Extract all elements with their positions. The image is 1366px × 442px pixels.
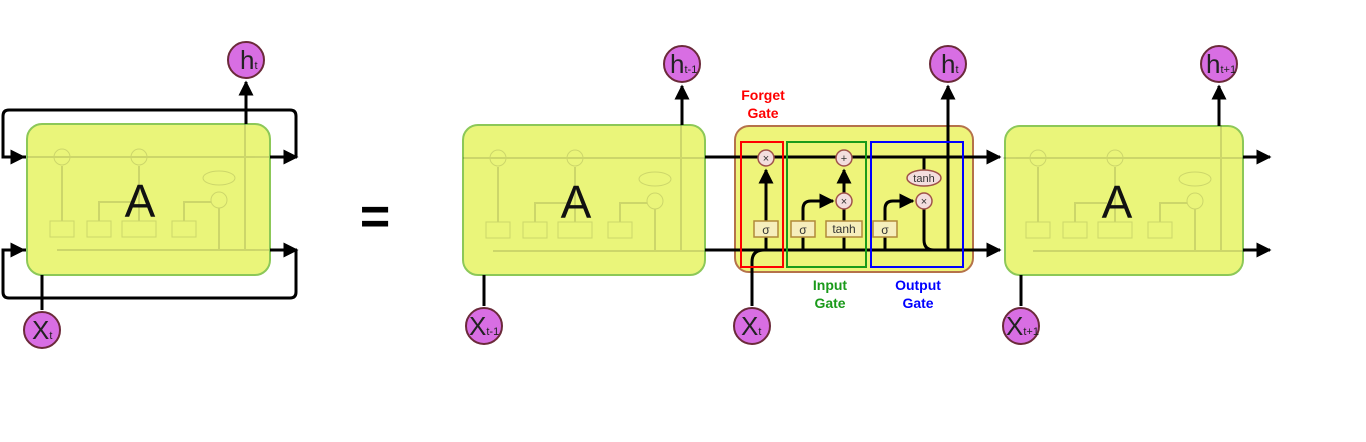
forget-gate-label-2: Gate	[747, 105, 778, 121]
input-line	[750, 248, 765, 306]
svg-text:Xt: Xt	[32, 315, 52, 345]
output-sigma-layer	[872, 220, 898, 238]
input-node	[465, 307, 503, 345]
output-node	[1200, 45, 1238, 83]
cell-label: A	[125, 175, 156, 227]
svg-text:Xt: Xt	[741, 311, 761, 341]
input-sigma-arrow	[801, 193, 835, 221]
tanh-label: tanh	[832, 222, 855, 236]
output-gate-box	[870, 141, 964, 268]
output-multiply-op	[915, 192, 933, 210]
sigma-label: σ	[799, 223, 807, 237]
sigma-label: σ	[762, 223, 770, 237]
tanh-label: tanh	[913, 173, 934, 185]
forget-gate-label: Forget	[741, 87, 785, 103]
input-sigma-layer	[790, 220, 816, 238]
input-tanh-layer	[825, 220, 863, 238]
output-tanh-op	[906, 169, 942, 187]
output-sigma-arrow	[883, 193, 915, 221]
svg-text:ht-1: ht-1	[670, 49, 697, 79]
svg-text:Xt+1: Xt+1	[1006, 311, 1039, 341]
cell-t-plus-1: A ht+1 Xt+1	[1002, 45, 1272, 345]
equals-sign: =	[360, 188, 390, 246]
output-node	[929, 45, 967, 83]
cell-t-expanded: σ × σ tanh × + σ tanh × Forget Gate Inpu…	[705, 45, 1002, 345]
forget-sigma-layer	[753, 220, 779, 238]
output-gate-label-2: Gate	[902, 295, 933, 311]
bottom-loop-line	[1, 248, 298, 300]
output-node	[663, 45, 701, 83]
output-node	[227, 41, 265, 79]
output-lines	[922, 158, 935, 252]
input-gate-label: Input	[813, 277, 848, 293]
multiply-label: ×	[921, 196, 927, 208]
add-label: +	[841, 153, 847, 165]
output-gate-label: Output	[895, 277, 941, 293]
rolled-cell: A ht Xt	[1, 41, 299, 349]
svg-text:ht: ht	[240, 45, 258, 75]
cell-t-minus-1: A ht-1 Xt-1	[462, 45, 706, 345]
input-gate-box	[786, 141, 867, 268]
multiply-label: ×	[841, 196, 847, 208]
add-op	[835, 149, 853, 167]
input-node	[1002, 307, 1040, 345]
sigma-label: σ	[881, 223, 889, 237]
top-loop-line	[1, 108, 298, 159]
input-node	[23, 311, 61, 349]
cell-label: A	[561, 176, 592, 228]
forget-gate-box	[740, 141, 784, 268]
svg-text:Xt-1: Xt-1	[469, 311, 499, 341]
multiply-label: ×	[763, 153, 769, 165]
svg-text:ht+1: ht+1	[1206, 49, 1236, 79]
forget-multiply-op	[757, 149, 775, 167]
input-gate-label-2: Gate	[814, 295, 845, 311]
input-node	[733, 307, 771, 345]
svg-text:ht: ht	[941, 49, 959, 79]
input-multiply-op	[835, 192, 853, 210]
cell-label: A	[1102, 176, 1133, 228]
